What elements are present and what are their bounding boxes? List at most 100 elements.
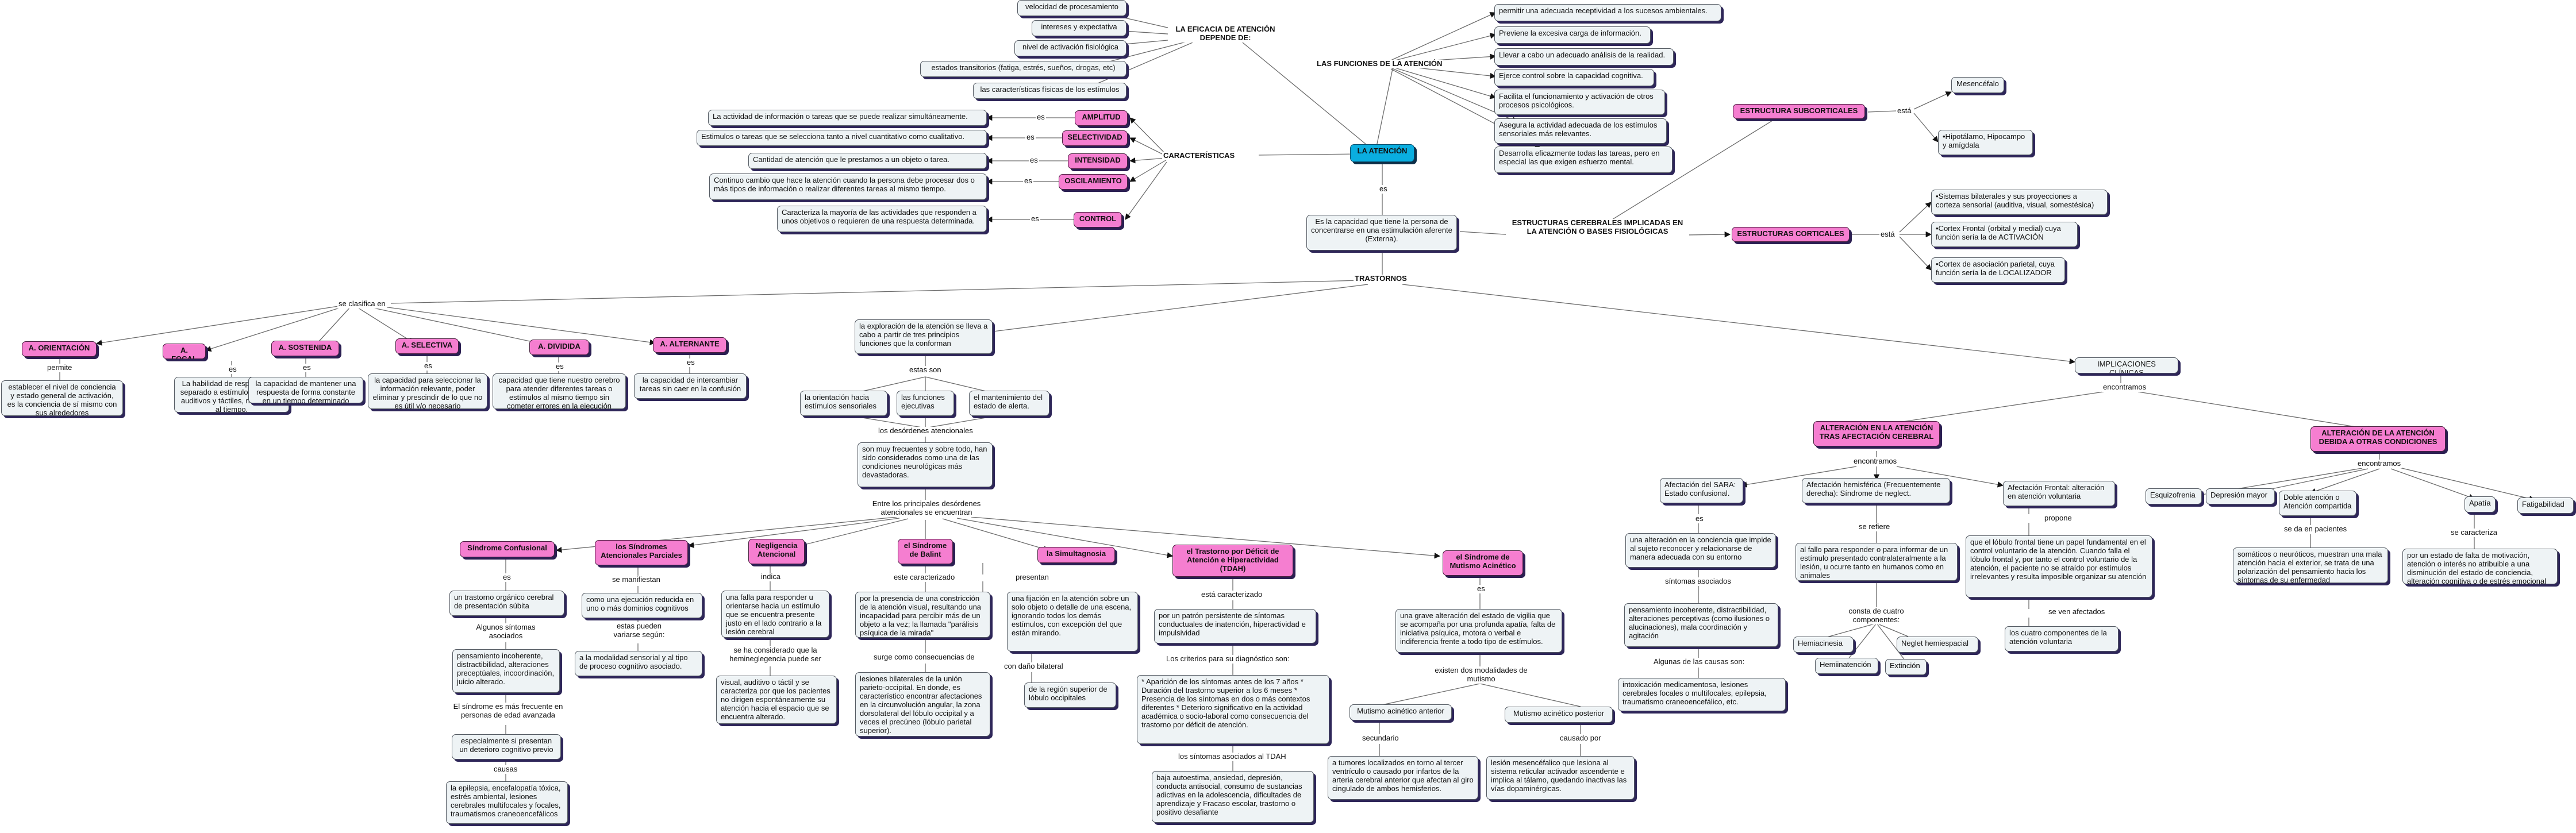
funcion-node-2[interactable]: Previene la excesiva carga de informació… — [1494, 26, 1651, 44]
funcion-node-5[interactable]: Facilita el funcionamiento y activación … — [1494, 90, 1665, 115]
frontal-node[interactable]: Afectación Frontal: alteración en atenci… — [2003, 481, 2115, 506]
esquizofrenia-node[interactable]: Esquizofrenia — [2146, 488, 2202, 504]
cortical-node-2[interactable]: •Cortex Frontal (orbital y medial) cuya … — [1931, 222, 2078, 247]
control-definition[interactable]: Caracteriza la mayoría de las actividade… — [777, 206, 987, 232]
tdah-node[interactable]: el Trastorno por Déficit de Atención e H… — [1172, 545, 1293, 577]
cortical-node-3[interactable]: •Cortex de asociación parietal, cuya fun… — [1931, 257, 2065, 283]
sara-causas[interactable]: intoxicación medicamentosa, lesiones cer… — [1618, 678, 1786, 711]
balint-node[interactable]: el Síndrome de Balint — [898, 539, 953, 564]
doble-definition[interactable]: somáticos o neuróticos, muestran una mal… — [2233, 547, 2388, 583]
apatia-definition[interactable]: por un estado de falta de motivación, at… — [2402, 549, 2558, 584]
link-label-estructuras: ESTRUCTURAS CEREBRALES IMPLICADAS EN LA … — [1506, 218, 1689, 236]
eficacia-node-5[interactable]: las características físicas de los estím… — [973, 83, 1126, 99]
control-node[interactable]: CONTROL — [1074, 212, 1122, 227]
mutismo-anterior-causa[interactable]: a tumores localizados en torno al tercer… — [1328, 756, 1478, 800]
parciales-node-1[interactable]: como una ejecución reducida en uno o más… — [582, 593, 702, 618]
selectividad-node[interactable]: SELECTIVIDAD — [1062, 130, 1128, 146]
eficacia-node-4[interactable]: estados transitorios (fatiga, estrés, su… — [920, 61, 1126, 77]
eficacia-node-1[interactable]: velocidad de procesamiento — [1017, 0, 1126, 16]
tipo-orientacion-node[interactable]: A. ORIENTACIÓN — [22, 341, 97, 357]
hipotalamo-node[interactable]: •Hipotálamo, Hipocampo y amígdala — [1938, 130, 2033, 155]
dividida-definition[interactable]: capacidad que tiene nuestro cerebro para… — [493, 373, 626, 409]
doble-atencion-node[interactable]: Doble atención o Atención compartida — [2279, 491, 2356, 516]
trastornos-exploracion-node[interactable]: la exploración de la atención se lleva a… — [855, 319, 993, 354]
link-label-indica: indica — [760, 572, 782, 581]
sara-sintomas[interactable]: pensamiento incoherente, distractibilida… — [1624, 603, 1778, 647]
hemisferica-node[interactable]: Afectación hemisférica (Frecuentemente d… — [1802, 478, 1950, 503]
trastornos-frecuentes-node[interactable]: son muy frecuentes y sobre todo, han sid… — [858, 442, 993, 487]
intensidad-definition[interactable]: Cantidad de atención que le prestamos a … — [748, 153, 987, 169]
sara-definition[interactable]: una alteración en la conciencia que impi… — [1625, 533, 1776, 568]
hemiinatencion-node[interactable]: Hemiinatención — [1815, 658, 1878, 674]
funcion-node-1[interactable]: permitir una adecuada receptividad a los… — [1494, 4, 1721, 21]
cortical-node-1[interactable]: •Sistemas bilaterales y sus proyecciones… — [1931, 190, 2108, 215]
apatia-node[interactable]: Apatía — [2464, 496, 2496, 512]
hemiacinesia-node[interactable]: Hemiacinesia — [1793, 637, 1854, 653]
parciales-node-2[interactable]: a la modalidad sensorial y al tipo de pr… — [575, 651, 702, 676]
negligencia-node[interactable]: Negligencia Atencional — [748, 539, 805, 564]
alteracion-cerebral-node[interactable]: ALTERACIÓN EN LA ATENCIÓN TRAS AFECTACIÓ… — [1813, 421, 1940, 446]
tipo-dividida-node[interactable]: A. DIVIDIDA — [529, 340, 589, 355]
selectiva-definition[interactable]: la capacidad para seleccionar la informa… — [368, 373, 487, 409]
confusional-node-2[interactable]: pensamiento incoherente, distractibilida… — [452, 649, 560, 693]
estructura-subcorticales-node[interactable]: ESTRUCTURA SUBCORTICALES — [1733, 104, 1865, 119]
mutismo-node[interactable]: el Síndrome de Mutismo Acinético — [1443, 550, 1523, 576]
trastornos-orientacion-node[interactable]: la orientación hacia estímulos sensorial… — [800, 391, 887, 416]
sindrome-confusional-node[interactable]: Síndrome Confusional — [460, 541, 555, 557]
sostenida-definition[interactable]: la capacidad de mantener una respuesta d… — [248, 377, 363, 403]
tdah-node-1[interactable]: por un patrón persistente de síntomas co… — [1154, 609, 1316, 643]
tdah-node-3[interactable]: baja autoestima, ansiedad, depresión, co… — [1152, 771, 1314, 823]
funcion-node-6[interactable]: Asegura la actividad adecuada de los est… — [1494, 118, 1667, 144]
neglet-node[interactable]: Neglet hemiespacial — [1897, 637, 1978, 653]
negligencia-node-1[interactable]: una falla para responder u orientarse ha… — [721, 591, 829, 638]
amplitud-node[interactable]: AMPLITUD — [1075, 110, 1128, 126]
confusional-node-1[interactable]: un trastorno orgánico cerebral de presen… — [449, 591, 564, 616]
simultagnosia-node-1[interactable]: una fijación en la atención sobre un sol… — [1007, 592, 1138, 651]
node-text: Asegura la actividad adecuada de los est… — [1499, 121, 1658, 138]
orientacion-definition[interactable]: establecer el nivel de conciencia y esta… — [1, 380, 123, 416]
intensidad-node[interactable]: INTENSIDAD — [1068, 153, 1128, 169]
mutismo-posterior-node[interactable]: Mutismo acinético posterior — [1505, 707, 1613, 723]
mutismo-posterior-causa[interactable]: lesión mesencéfalico que lesiona al sist… — [1486, 756, 1635, 800]
mutismo-anterior-node[interactable]: Mutismo acinético anterior — [1349, 704, 1452, 720]
tipo-focal-node[interactable]: A. FOCAL — [163, 344, 206, 359]
frontal-definition[interactable]: que el lóbulo frontal tiene un papel fun… — [1966, 535, 2152, 597]
tipo-selectiva-node[interactable]: A. SELECTIVA — [395, 338, 459, 354]
extincion-node[interactable]: Extinción — [1885, 659, 1927, 675]
sara-node[interactable]: Afectación del SARA: Estado confusional. — [1660, 478, 1743, 503]
oscilamiento-definition[interactable]: Continuo cambio que hace la atención cua… — [709, 173, 987, 200]
hemisferica-definition[interactable]: al fallo para responder o para informar … — [1795, 543, 1958, 581]
mutismo-node-1[interactable]: una grave alteración del estado de vigil… — [1395, 609, 1562, 653]
balint-node-1[interactable]: por la presencia de una constricción de … — [855, 592, 990, 638]
funcion-node-4[interactable]: Ejerce control sobre la capacidad cognit… — [1494, 69, 1654, 86]
oscilamiento-node[interactable]: OSCILAMIENTO — [1059, 174, 1128, 190]
definition-node[interactable]: Es la capacidad que tiene la persona de … — [1306, 215, 1457, 250]
mesencefalo-node[interactable]: Mesencéfalo — [1951, 77, 2004, 93]
confusional-node-4[interactable]: la epilepsia, encefalopatía tóxica, estr… — [446, 781, 568, 824]
simultagnosia-node-2[interactable]: de la región superior de lóbulo occipita… — [1024, 682, 1116, 708]
alteracion-otras-node[interactable]: ALTERACIÓN DE LA ATENCIÓN DEBIDA A OTRAS… — [2310, 426, 2446, 452]
tipo-sostenida-node[interactable]: A. SOSTENIDA — [271, 341, 339, 356]
frontal-componentes[interactable]: los cuatro componentes de la atención vo… — [2005, 626, 2119, 651]
sindromes-parciales-node[interactable]: los Síndromes Atencionales Parciales — [595, 540, 688, 565]
selectividad-definition[interactable]: Estimulos o tareas que se selecciona tan… — [697, 130, 987, 146]
fatigabilidad-node[interactable]: Fatigabilidad — [2517, 498, 2574, 514]
tipo-alternante-node[interactable]: A. ALTERNANTE — [653, 337, 726, 353]
amplitud-definition[interactable]: La actividad de información o tareas que… — [708, 110, 987, 126]
root-node-la-atencion[interactable]: LA ATENCIÓN — [1350, 144, 1414, 162]
eficacia-node-2[interactable]: intereses y expectativa — [1032, 20, 1126, 36]
alternante-definition[interactable]: la capacidad de intercambiar tareas sin … — [634, 373, 747, 399]
implicaciones-node[interactable]: IMPLICACIONES CLÍNICAS — [2075, 357, 2178, 373]
negligencia-node-2[interactable]: visual, auditivo o táctil y se caracteri… — [716, 676, 837, 724]
simultagnosia-node[interactable]: la Simultagnosia — [1037, 547, 1115, 563]
trastornos-alerta-node[interactable]: el mantenimiento del estado de alerta. — [969, 391, 1049, 416]
funcion-node-3[interactable]: Llevar a cabo un adecuado análisis de la… — [1494, 48, 1674, 65]
confusional-node-3[interactable]: especialmente si presentan un deterioro … — [452, 734, 561, 759]
depresion-node[interactable]: Depresión mayor — [2206, 488, 2275, 504]
trastornos-ejecutivas-node[interactable]: las funciones ejecutivas — [897, 391, 954, 416]
estructuras-corticales-node[interactable]: ESTRUCTURAS CORTICALES — [1732, 227, 1850, 242]
funcion-node-7[interactable]: Desarrolla eficazmente todas las tareas,… — [1494, 146, 1673, 173]
balint-node-2[interactable]: lesiones bilaterales de la unión parieto… — [855, 672, 990, 736]
eficacia-node-3[interactable]: nivel de activación fisiológica — [1014, 40, 1126, 56]
tdah-node-2[interactable]: * Aparición de los síntomas antes de los… — [1137, 675, 1329, 744]
